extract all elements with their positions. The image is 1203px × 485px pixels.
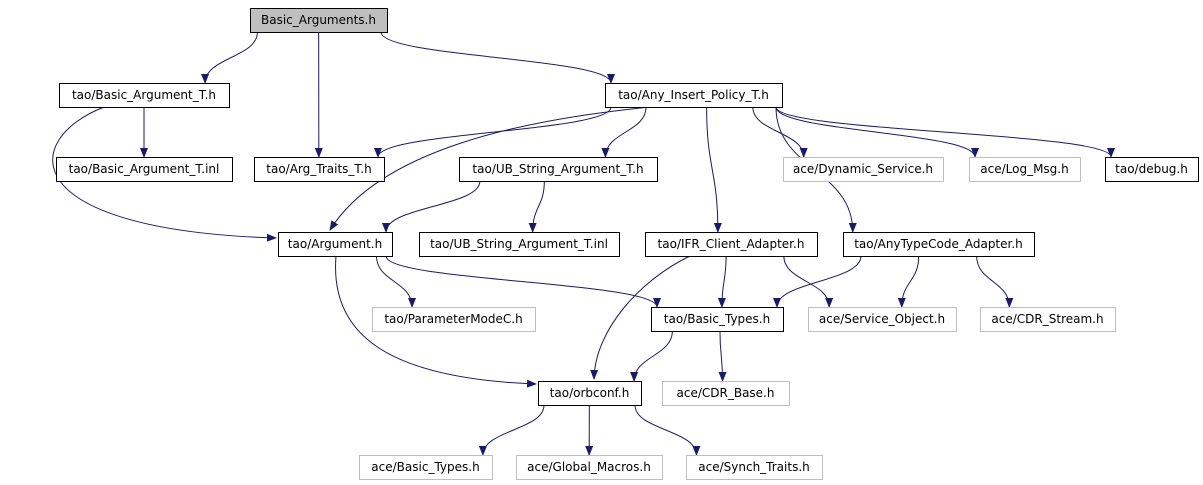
node-ace_log_msg_h: ace/Log_Msg.h bbox=[969, 157, 1081, 182]
node-label: tao/orbconf.h bbox=[550, 386, 630, 400]
node-ifr_client_adapter_h[interactable]: tao/IFR_Client_Adapter.h bbox=[645, 232, 818, 257]
node-label: ace/CDR_Stream.h bbox=[991, 312, 1103, 326]
node-basic_argument_t_h[interactable]: tao/Basic_Argument_T.h bbox=[59, 83, 230, 108]
edge-any_insert_policy_t_h-to-ace_dynamic_service_h bbox=[752, 106, 808, 158]
node-label: ace/Service_Object.h bbox=[819, 312, 945, 326]
edge-tao_argument_h-to-tao_basic_types_h bbox=[385, 255, 661, 308]
node-ace_service_object_h: ace/Service_Object.h bbox=[808, 307, 957, 332]
node-box bbox=[1105, 157, 1199, 182]
node-label: tao/AnyTypeCode_Adapter.h bbox=[854, 237, 1023, 251]
node-label: Basic_Arguments.h bbox=[261, 13, 376, 27]
node-tao_orbconf_h[interactable]: tao/orbconf.h bbox=[538, 381, 642, 406]
node-box bbox=[538, 381, 642, 406]
node-label: tao/Basic_Argument_T.inl bbox=[69, 162, 220, 176]
node-box bbox=[516, 455, 663, 480]
edge-any_insert_policy_t_h-to-ifr_client_adapter_h bbox=[706, 106, 722, 233]
node-label: tao/Basic_Argument_T.h bbox=[72, 88, 216, 102]
node-label: tao/UB_String_Argument_T.inl bbox=[430, 237, 608, 251]
node-label: ace/Synch_Traits.h bbox=[698, 460, 809, 474]
node-label: ace/Basic_Types.h bbox=[371, 460, 479, 474]
node-ub_string_argument_t_inl[interactable]: tao/UB_String_Argument_T.inl bbox=[419, 232, 620, 257]
node-box bbox=[651, 307, 784, 332]
node-label: tao/ParameterModeC.h bbox=[384, 312, 522, 326]
node-ace_dynamic_service_h: ace/Dynamic_Service.h bbox=[783, 157, 944, 182]
edge-ub_string_argument_t_h-to-tao_argument_h bbox=[382, 180, 481, 233]
node-label: tao/UB_String_Argument_T.h bbox=[472, 162, 643, 176]
edge-anytypecode_adapter_h-to-ace_service_object_h bbox=[897, 255, 920, 308]
node-box bbox=[686, 455, 823, 480]
node-box bbox=[605, 83, 783, 108]
node-tao_argument_h[interactable]: tao/Argument.h bbox=[278, 232, 393, 257]
node-box bbox=[662, 381, 790, 406]
edge-ifr_client_adapter_h-to-tao_orbconf_h bbox=[590, 255, 691, 380]
node-box bbox=[783, 157, 944, 182]
node-ace_basic_types_h: ace/Basic_Types.h bbox=[359, 455, 493, 480]
node-box bbox=[419, 232, 620, 257]
node-box bbox=[250, 8, 388, 33]
node-label: ace/Log_Msg.h bbox=[980, 162, 1068, 176]
node-basic_arguments_h[interactable]: Basic_Arguments.h bbox=[250, 8, 388, 33]
node-box bbox=[372, 307, 536, 332]
node-box bbox=[843, 232, 1035, 257]
edge-any_insert_policy_t_h-to-tao_debug_h bbox=[775, 106, 1115, 158]
edge-anytypecode_adapter_h-to-tao_basic_types_h bbox=[773, 255, 862, 308]
edge-anytypecode_adapter_h-to-ace_cdr_stream_h bbox=[976, 255, 1014, 308]
node-any_insert_policy_t_h[interactable]: tao/Any_Insert_Policy_T.h bbox=[605, 83, 783, 108]
edge-tao_basic_types_h-to-ace_cdr_base_h bbox=[718, 330, 727, 382]
edge-any_insert_policy_t_h-to-ace_log_msg_h bbox=[775, 106, 979, 158]
node-ub_string_argument_t_h[interactable]: tao/UB_String_Argument_T.h bbox=[459, 157, 658, 182]
node-box bbox=[359, 455, 493, 480]
edge-ifr_client_adapter_h-to-tao_basic_types_h bbox=[717, 255, 727, 308]
node-ace_synch_traits_h: ace/Synch_Traits.h bbox=[686, 455, 823, 480]
edge-any_insert_policy_t_h-to-arg_traits_t_h bbox=[374, 106, 612, 158]
node-label: ace/Dynamic_Service.h bbox=[793, 162, 933, 176]
edge-any_insert_policy_t_h-to-ub_string_argument_t_h bbox=[601, 106, 647, 158]
node-box bbox=[969, 157, 1081, 182]
node-tao_debug_h[interactable]: tao/debug.h bbox=[1105, 157, 1199, 182]
edge-basic_arguments_h-to-basic_argument_t_h bbox=[201, 31, 258, 84]
node-ace_cdr_stream_h: ace/CDR_Stream.h bbox=[980, 307, 1116, 332]
node-box bbox=[645, 232, 818, 257]
edge-tao_orbconf_h-to-ace_synch_traits_h bbox=[634, 404, 701, 456]
edge-tao_orbconf_h-to-ace_basic_types_h bbox=[478, 404, 545, 456]
node-box bbox=[808, 307, 957, 332]
node-ace_cdr_base_h: ace/CDR_Base.h bbox=[662, 381, 790, 406]
node-box bbox=[59, 83, 230, 108]
edge-tao_argument_h-to-parametermodec_h bbox=[375, 255, 417, 308]
edge-ifr_client_adapter_h-to-ace_service_object_h bbox=[783, 255, 834, 308]
node-anytypecode_adapter_h[interactable]: tao/AnyTypeCode_Adapter.h bbox=[843, 232, 1035, 257]
node-label: ace/CDR_Base.h bbox=[677, 386, 775, 400]
edge-basic_arguments_h-to-any_insert_policy_t_h bbox=[380, 31, 615, 84]
node-box bbox=[459, 157, 658, 182]
node-box bbox=[56, 157, 233, 182]
node-label: tao/Basic_Types.h bbox=[664, 312, 770, 326]
node-arg_traits_t_h[interactable]: tao/Arg_Traits_T.h bbox=[254, 157, 385, 182]
node-label: tao/Argument.h bbox=[288, 237, 382, 251]
node-ace_global_macros_h: ace/Global_Macros.h bbox=[516, 455, 663, 480]
node-parametermodec_h: tao/ParameterModeC.h bbox=[372, 307, 536, 332]
edge-tao_argument_h-to-tao_orbconf_h bbox=[335, 255, 537, 388]
node-label: tao/Any_Insert_Policy_T.h bbox=[618, 88, 769, 102]
node-tao_basic_types_h[interactable]: tao/Basic_Types.h bbox=[651, 307, 784, 332]
edge-any_insert_policy_t_h-to-tao_argument_h bbox=[329, 106, 651, 231]
node-box bbox=[254, 157, 385, 182]
node-label: tao/IFR_Client_Adapter.h bbox=[658, 237, 805, 251]
node-basic_argument_t_inl[interactable]: tao/Basic_Argument_T.inl bbox=[56, 157, 233, 182]
node-label: ace/Global_Macros.h bbox=[527, 460, 651, 474]
node-label: tao/debug.h bbox=[1115, 162, 1188, 176]
node-box bbox=[980, 307, 1116, 332]
node-box bbox=[278, 232, 393, 257]
edge-ub_string_argument_t_h-to-ub_string_argument_t_inl bbox=[528, 180, 545, 233]
edge-tao_basic_types_h-to-tao_orbconf_h bbox=[630, 330, 673, 382]
node-label: tao/Arg_Traits_T.h bbox=[266, 162, 371, 176]
